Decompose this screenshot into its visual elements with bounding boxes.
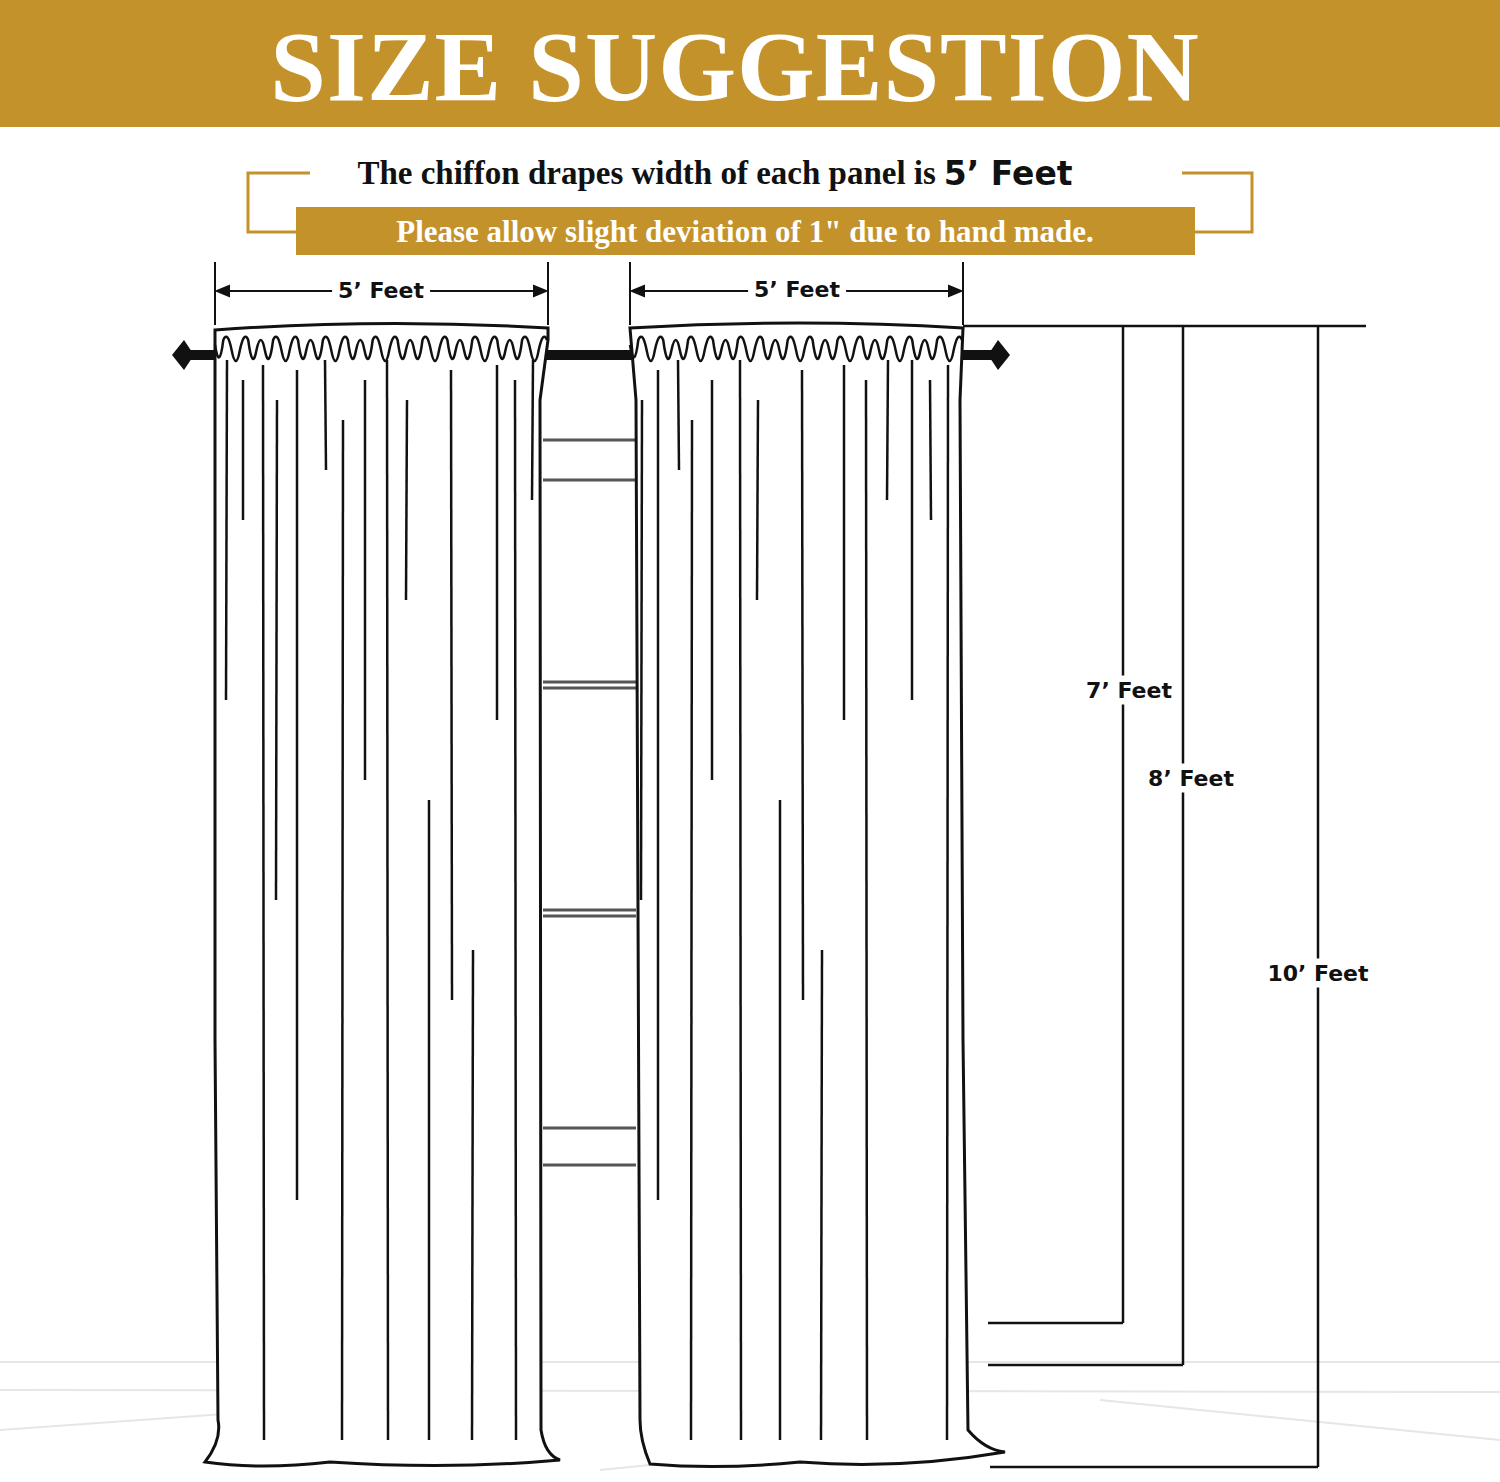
window-bars bbox=[543, 440, 636, 1165]
title-text: SIZE SUGGESTION bbox=[270, 9, 1199, 124]
dimension-label: 8’ Feet bbox=[1142, 764, 1240, 793]
dimension-label: 10’ Feet bbox=[1261, 959, 1374, 988]
note-band: Please allow slight deviation of 1" due … bbox=[296, 207, 1195, 255]
dimension-label: 5’ Feet bbox=[748, 275, 846, 304]
note-text: The chiffon drapes width of each panel i… bbox=[353, 155, 939, 192]
curtain-folds bbox=[215, 337, 962, 1440]
dimension-label: 5’ Feet bbox=[940, 154, 1077, 193]
note-text: Please allow slight deviation of 1" due … bbox=[396, 216, 1094, 247]
curtain-panels bbox=[205, 323, 1005, 1467]
title-band bbox=[0, 0, 1500, 127]
dimension-label: 5’ Feet bbox=[332, 276, 430, 305]
height-dimensions bbox=[963, 326, 1366, 1467]
dimension-label: 7’ Feet bbox=[1080, 676, 1178, 705]
width-dimensions bbox=[215, 262, 963, 325]
